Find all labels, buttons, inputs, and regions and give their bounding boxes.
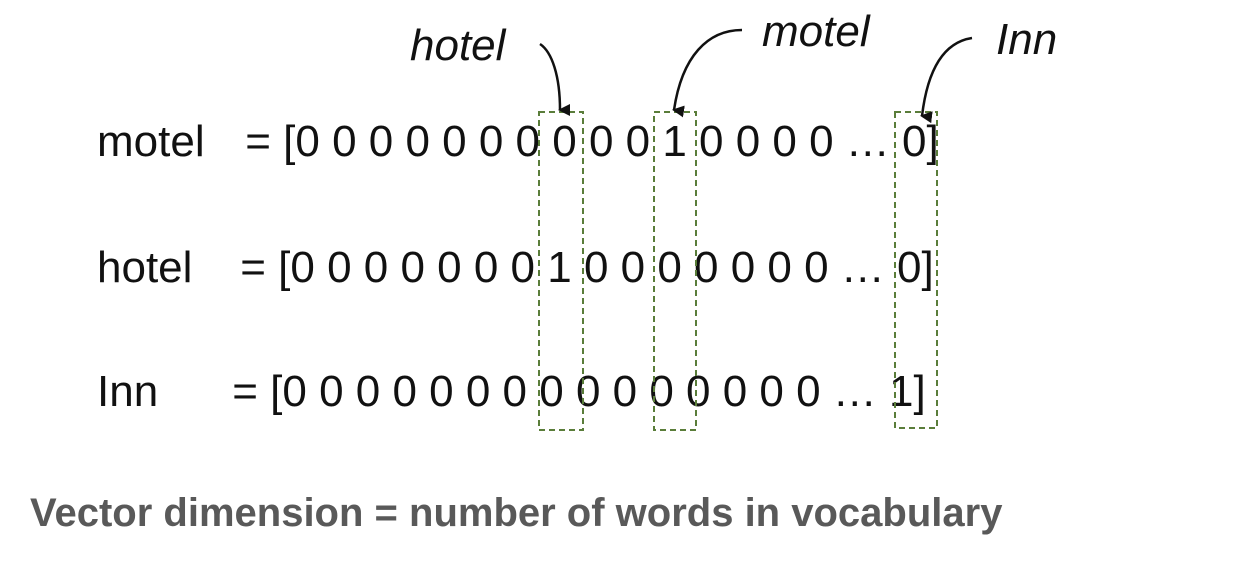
row-vector: 0 0 0 0 0 0 0 1 0 0 0 0 0 0 0 … 0]: [290, 243, 934, 292]
curved-arrow-icon: [539, 42, 571, 116]
row-word: motel: [97, 117, 205, 166]
curved-arrow-icon: [672, 28, 743, 118]
row-equals: = [: [220, 367, 283, 416]
row-word: Inn: [97, 367, 159, 416]
row-word: hotel: [97, 243, 193, 292]
vector-row-inn: Inn = [0 0 0 0 0 0 0 0 0 0 0 0 0 0 0 … 1…: [97, 370, 926, 414]
row-equals: = [: [233, 117, 296, 166]
label-hotel: hotel: [410, 21, 506, 70]
label-inn: Inn: [996, 15, 1058, 64]
label-motel: motel: [762, 7, 870, 56]
caption: Vector dimension = number of words in vo…: [30, 491, 1003, 535]
vector-row-hotel: hotel = [0 0 0 0 0 0 0 1 0 0 0 0 0 0 0 ……: [97, 246, 934, 290]
vector-row-motel: motel = [0 0 0 0 0 0 0 0 0 0 1 0 0 0 0 ……: [97, 120, 939, 164]
curved-arrow-icon: [920, 36, 973, 124]
row-vector: 0 0 0 0 0 0 0 0 0 0 0 0 0 0 0 … 1]: [282, 367, 926, 416]
row-equals: = [: [228, 243, 291, 292]
row-vector: 0 0 0 0 0 0 0 0 0 0 1 0 0 0 0 … 0]: [295, 117, 939, 166]
